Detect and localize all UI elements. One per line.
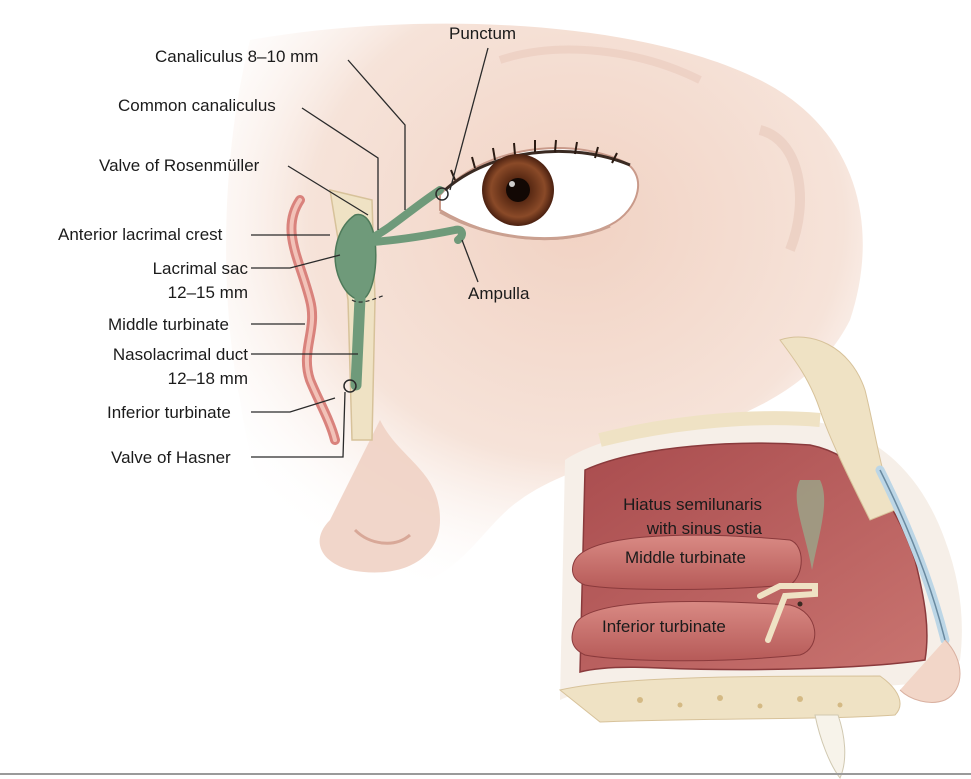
nasal-cavity-inset xyxy=(558,336,962,779)
label-ampulla: Ampulla xyxy=(468,284,530,303)
label-inset-middle-turbinate: Middle turbinate xyxy=(625,548,746,567)
label-common-canaliculus: Common canaliculus xyxy=(118,96,276,115)
label-lacrimal-sac: Lacrimal sac xyxy=(152,259,248,278)
lacrimal-system xyxy=(286,186,466,445)
label-punctum: Punctum xyxy=(449,24,517,43)
leader-lines xyxy=(251,47,809,567)
bottom-divider xyxy=(0,773,971,775)
label-hiatus-semilunaris: Hiatus semilunaris xyxy=(623,495,762,514)
label-nasolacrimal-duct: Nasolacrimal duct xyxy=(112,345,248,364)
label-lacrimal-sac-size: 12–15 mm xyxy=(167,283,248,302)
label-anterior-lacrimal-crest: Anterior lacrimal crest xyxy=(58,225,223,244)
label-canaliculus: Canaliculus 8–10 mm xyxy=(155,47,319,66)
face-skin xyxy=(226,23,863,591)
label-valve-of-rosenmuller: Valve of Rosenmüller xyxy=(99,156,260,175)
label-middle-turbinate: Middle turbinate xyxy=(108,315,229,334)
label-nasolacrimal-duct-size: 12–18 mm xyxy=(167,369,248,388)
brow xyxy=(498,45,702,84)
label-with-sinus-ostia: with sinus ostia xyxy=(646,519,762,538)
label-valve-of-hasner: Valve of Hasner xyxy=(111,448,231,467)
eye xyxy=(439,139,639,241)
label-inset-inferior-turbinate: Inferior turbinate xyxy=(602,617,726,636)
label-inferior-turbinate: Inferior turbinate xyxy=(107,403,231,422)
